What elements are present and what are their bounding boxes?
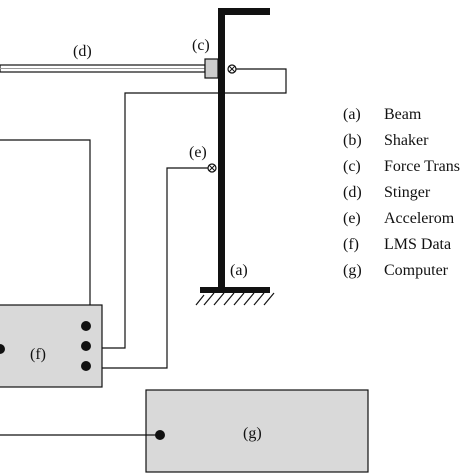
legend: (a) Beam (b) Shaker (c) Force Trans (d) … [343, 106, 460, 279]
legend-key-a: (a) [343, 106, 361, 123]
accelerometer-symbol [207, 163, 217, 173]
label-computer: (g) [243, 425, 262, 442]
legend-text-g: Computer [384, 262, 449, 279]
label-force-transducer: (c) [192, 37, 210, 54]
daq-port-3 [81, 361, 91, 371]
beam-base-plate [200, 287, 270, 293]
force-transducer [204, 58, 219, 79]
daq-port-2 [81, 341, 91, 351]
legend-key-d: (d) [343, 184, 362, 201]
legend-text-e: Accelerom [384, 210, 455, 227]
label-accelerometer: (e) [189, 144, 207, 161]
legend-key-g: (g) [343, 262, 362, 279]
legend-key-e: (e) [343, 210, 361, 227]
legend-text-b: Shaker [384, 132, 429, 149]
legend-text-c: Force Trans [384, 158, 460, 175]
beam [200, 8, 270, 293]
computer-box [145, 389, 369, 473]
legend-key-c: (c) [343, 158, 361, 175]
legend-text-f: LMS Data [384, 236, 451, 253]
force-sensor-symbol [227, 64, 237, 74]
legend-key-b: (b) [343, 132, 362, 149]
beam-vertical [218, 8, 225, 290]
label-stinger: (d) [73, 43, 92, 60]
force-cable-bracket [93, 68, 287, 349]
drive-cable [0, 139, 91, 322]
ground-hatch [195, 292, 275, 306]
legend-text-a: Beam [384, 106, 422, 123]
daq-port-1 [81, 321, 91, 331]
legend-key-f: (f) [343, 236, 359, 253]
accelerometer-cable [93, 167, 208, 369]
stinger-rod [0, 64, 206, 73]
label-data-acquisition: (f) [30, 346, 46, 363]
daq-port-left [0, 344, 5, 354]
label-beam: (a) [230, 262, 248, 279]
beam-top-arm [218, 8, 270, 15]
legend-text-d: Stinger [384, 184, 431, 201]
